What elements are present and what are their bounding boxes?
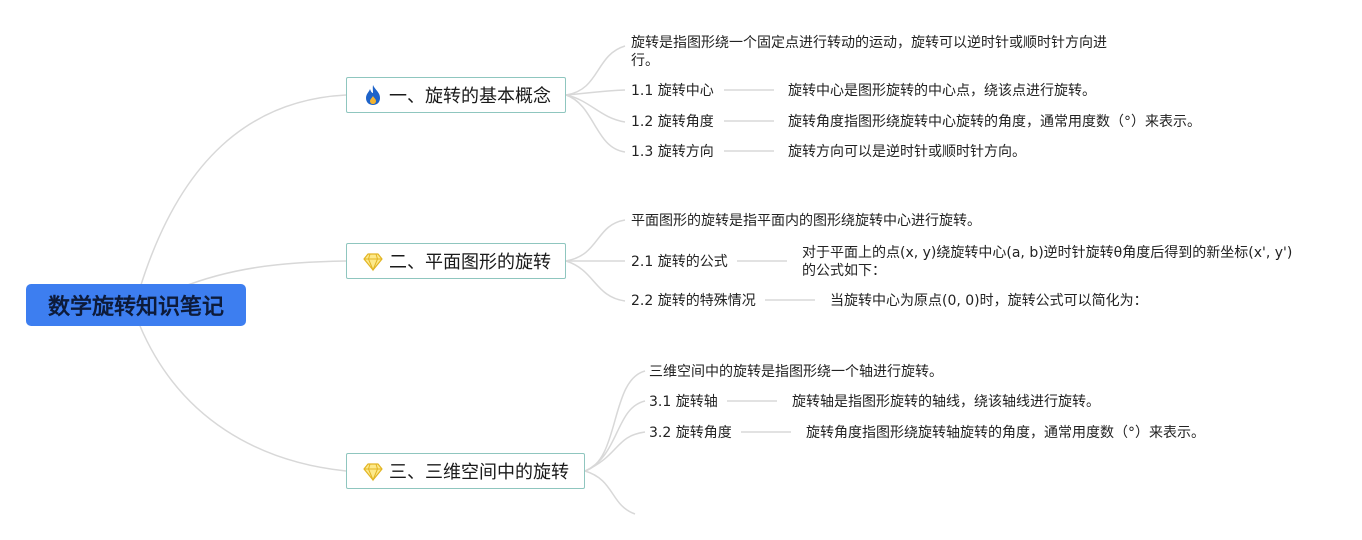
branch-title: 三、三维空间中的旋转 bbox=[389, 462, 569, 483]
branch-3-intro: 三维空间中的旋转是指图形绕一个轴进行旋转。 bbox=[649, 364, 943, 380]
branch-1-item-1-label[interactable]: 1.1 旋转中心 bbox=[631, 83, 714, 99]
root-branch-3-link bbox=[139, 325, 347, 472]
branch-2-item-1-label[interactable]: 2.1 旋转的公式 bbox=[631, 254, 728, 270]
branch-node-plane-rotation[interactable]: 二、平面图形的旋转 bbox=[346, 243, 566, 279]
branch-2-item-1-desc: 对于平面上的点(x, y)绕旋转中心(a, b)逆时针旋转θ角度后得到的新坐标(… bbox=[802, 245, 1293, 279]
fire-icon bbox=[363, 84, 383, 106]
root-label: 数学旋转知识笔记 bbox=[47, 295, 224, 320]
branch-1-item-3-label[interactable]: 1.3 旋转方向 bbox=[631, 144, 714, 160]
branch-1-item-2-label[interactable]: 1.2 旋转角度 bbox=[631, 114, 714, 130]
diamond-icon bbox=[363, 250, 383, 272]
branch-2-item-2-label[interactable]: 2.2 旋转的特殊情况 bbox=[631, 293, 756, 309]
branch-1-item-2-desc: 旋转角度指图形绕旋转中心旋转的角度，通常用度数（°）来表示。 bbox=[788, 114, 1201, 130]
root-branch-1-link bbox=[139, 94, 347, 289]
branch-1-intro: 旋转是指图形绕一个固定点进行转动的运动，旋转可以逆时针或顺时针方向进行。 bbox=[631, 35, 1107, 69]
branch-1-item-1-desc: 旋转中心是图形旋转的中心点，绕该点进行旋转。 bbox=[788, 83, 1096, 99]
branch-2-intro: 平面图形的旋转是指平面内的图形绕旋转中心进行旋转。 bbox=[631, 213, 981, 229]
branch-title: 一、旋转的基本概念 bbox=[389, 86, 551, 107]
root-node[interactable]: 数学旋转知识笔记 bbox=[26, 284, 246, 326]
branch-node-basic-concepts[interactable]: 一、旋转的基本概念 bbox=[346, 77, 566, 113]
branch-2-item-2-desc: 当旋转中心为原点(0, 0)时，旋转公式可以简化为： bbox=[830, 293, 1148, 309]
root-branch-2-link bbox=[179, 260, 347, 289]
branch-node-3d-rotation[interactable]: 三、三维空间中的旋转 bbox=[346, 453, 585, 489]
branch-3-item-1-desc: 旋转轴是指图形旋转的轴线，绕该轴线进行旋转。 bbox=[792, 394, 1100, 410]
branch-3-item-2-label[interactable]: 3.2 旋转角度 bbox=[649, 425, 732, 441]
diamond-icon bbox=[363, 460, 383, 482]
branch-3-item-1-label[interactable]: 3.1 旋转轴 bbox=[649, 394, 718, 410]
branch-1-item-3-desc: 旋转方向可以是逆时针或顺时针方向。 bbox=[788, 144, 1026, 160]
branch-title: 二、平面图形的旋转 bbox=[389, 252, 551, 273]
branch-3-item-2-desc: 旋转角度指图形绕旋转轴旋转的角度，通常用度数（°）来表示。 bbox=[806, 425, 1205, 441]
